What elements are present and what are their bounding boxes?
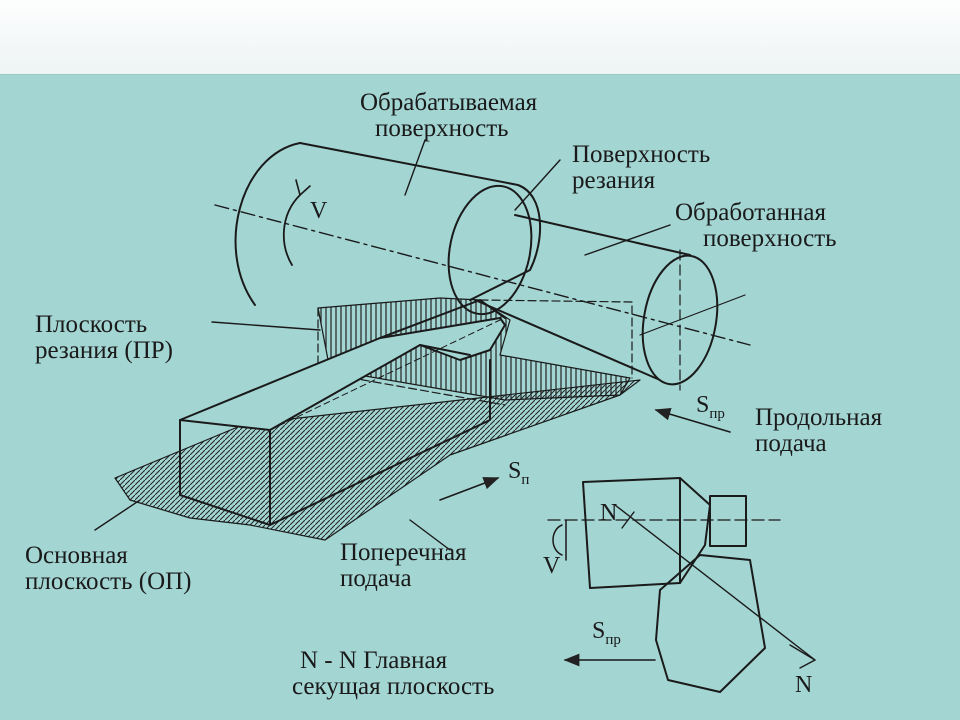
symbol-cross-feed-sub: п: [521, 471, 530, 488]
label-main-secant-plane-line1: N - N Главная: [300, 647, 448, 674]
symbol-longitudinal-feed-letter: S: [696, 392, 710, 418]
label-cutting-surface: Поверхность резания: [572, 142, 710, 194]
symbol-velocity: V: [310, 198, 328, 224]
label-finished-surface-line2: поверхность: [703, 225, 837, 252]
base-plane: [114, 379, 641, 541]
label-finished-surface-line1: Обработанная: [675, 199, 826, 226]
symbol-longitudinal-feed-inset: Sпр: [592, 618, 621, 649]
inset-section-view: [547, 477, 816, 693]
label-cross-feed: Поперечная подача: [340, 540, 467, 592]
label-machined-surface: Обрабатываемая поверхность: [360, 90, 537, 142]
symbol-longitudinal-feed: Sпр: [696, 392, 725, 423]
symbol-longitudinal-feed-inset-sub: пр: [605, 631, 621, 648]
label-cutting-surface-line1: Поверхность: [572, 141, 711, 168]
symbol-section-n-top: N: [600, 500, 618, 526]
label-base-plane: Основная плоскость (ОП): [25, 543, 192, 595]
label-cross-feed-line2: подача: [340, 565, 412, 592]
symbol-cross-feed-letter: S: [508, 458, 522, 484]
workpiece-large-cylinder: [299, 142, 542, 301]
symbol-section-n-bottom: N: [795, 672, 813, 698]
symbol-longitudinal-feed-sub: пр: [709, 405, 725, 422]
label-finished-surface: Обработанная поверхность: [675, 200, 837, 252]
symbol-cross-feed: Sп: [508, 458, 529, 489]
label-cutting-plane: Плоскость резания (ПР): [35, 312, 173, 364]
label-cutting-plane-line1: Плоскость: [35, 311, 148, 338]
label-cutting-plane-line2: резания (ПР): [35, 337, 173, 364]
label-main-secant-plane: N - N Главная секущая плоскость: [292, 647, 494, 700]
label-cutting-surface-line2: резания: [572, 167, 656, 194]
label-cross-feed-line1: Поперечная: [340, 539, 467, 566]
symbol-velocity-inset: V: [543, 553, 561, 579]
label-base-plane-line2: плоскость (ОП): [25, 568, 192, 595]
cross-feed-arrow: [439, 477, 500, 501]
label-machined-surface-line1: Обрабатываемая: [360, 89, 538, 116]
header-band: [0, 0, 960, 75]
label-longitudinal-feed-line1: Продольная: [755, 404, 883, 431]
label-machined-surface-line2: поверхность: [375, 115, 509, 142]
label-base-plane-line1: Основная: [25, 542, 128, 569]
longitudinal-feed-arrow: [654, 407, 731, 433]
axis-line: [214, 204, 751, 346]
label-longitudinal-feed-line2: подача: [755, 430, 827, 457]
label-main-secant-plane-line2: секущая плоскость: [292, 673, 495, 700]
symbol-longitudinal-feed-inset-letter: S: [592, 618, 606, 644]
workpiece-small-cylinder: [474, 214, 691, 381]
label-longitudinal-feed: Продольная подача: [755, 405, 882, 457]
